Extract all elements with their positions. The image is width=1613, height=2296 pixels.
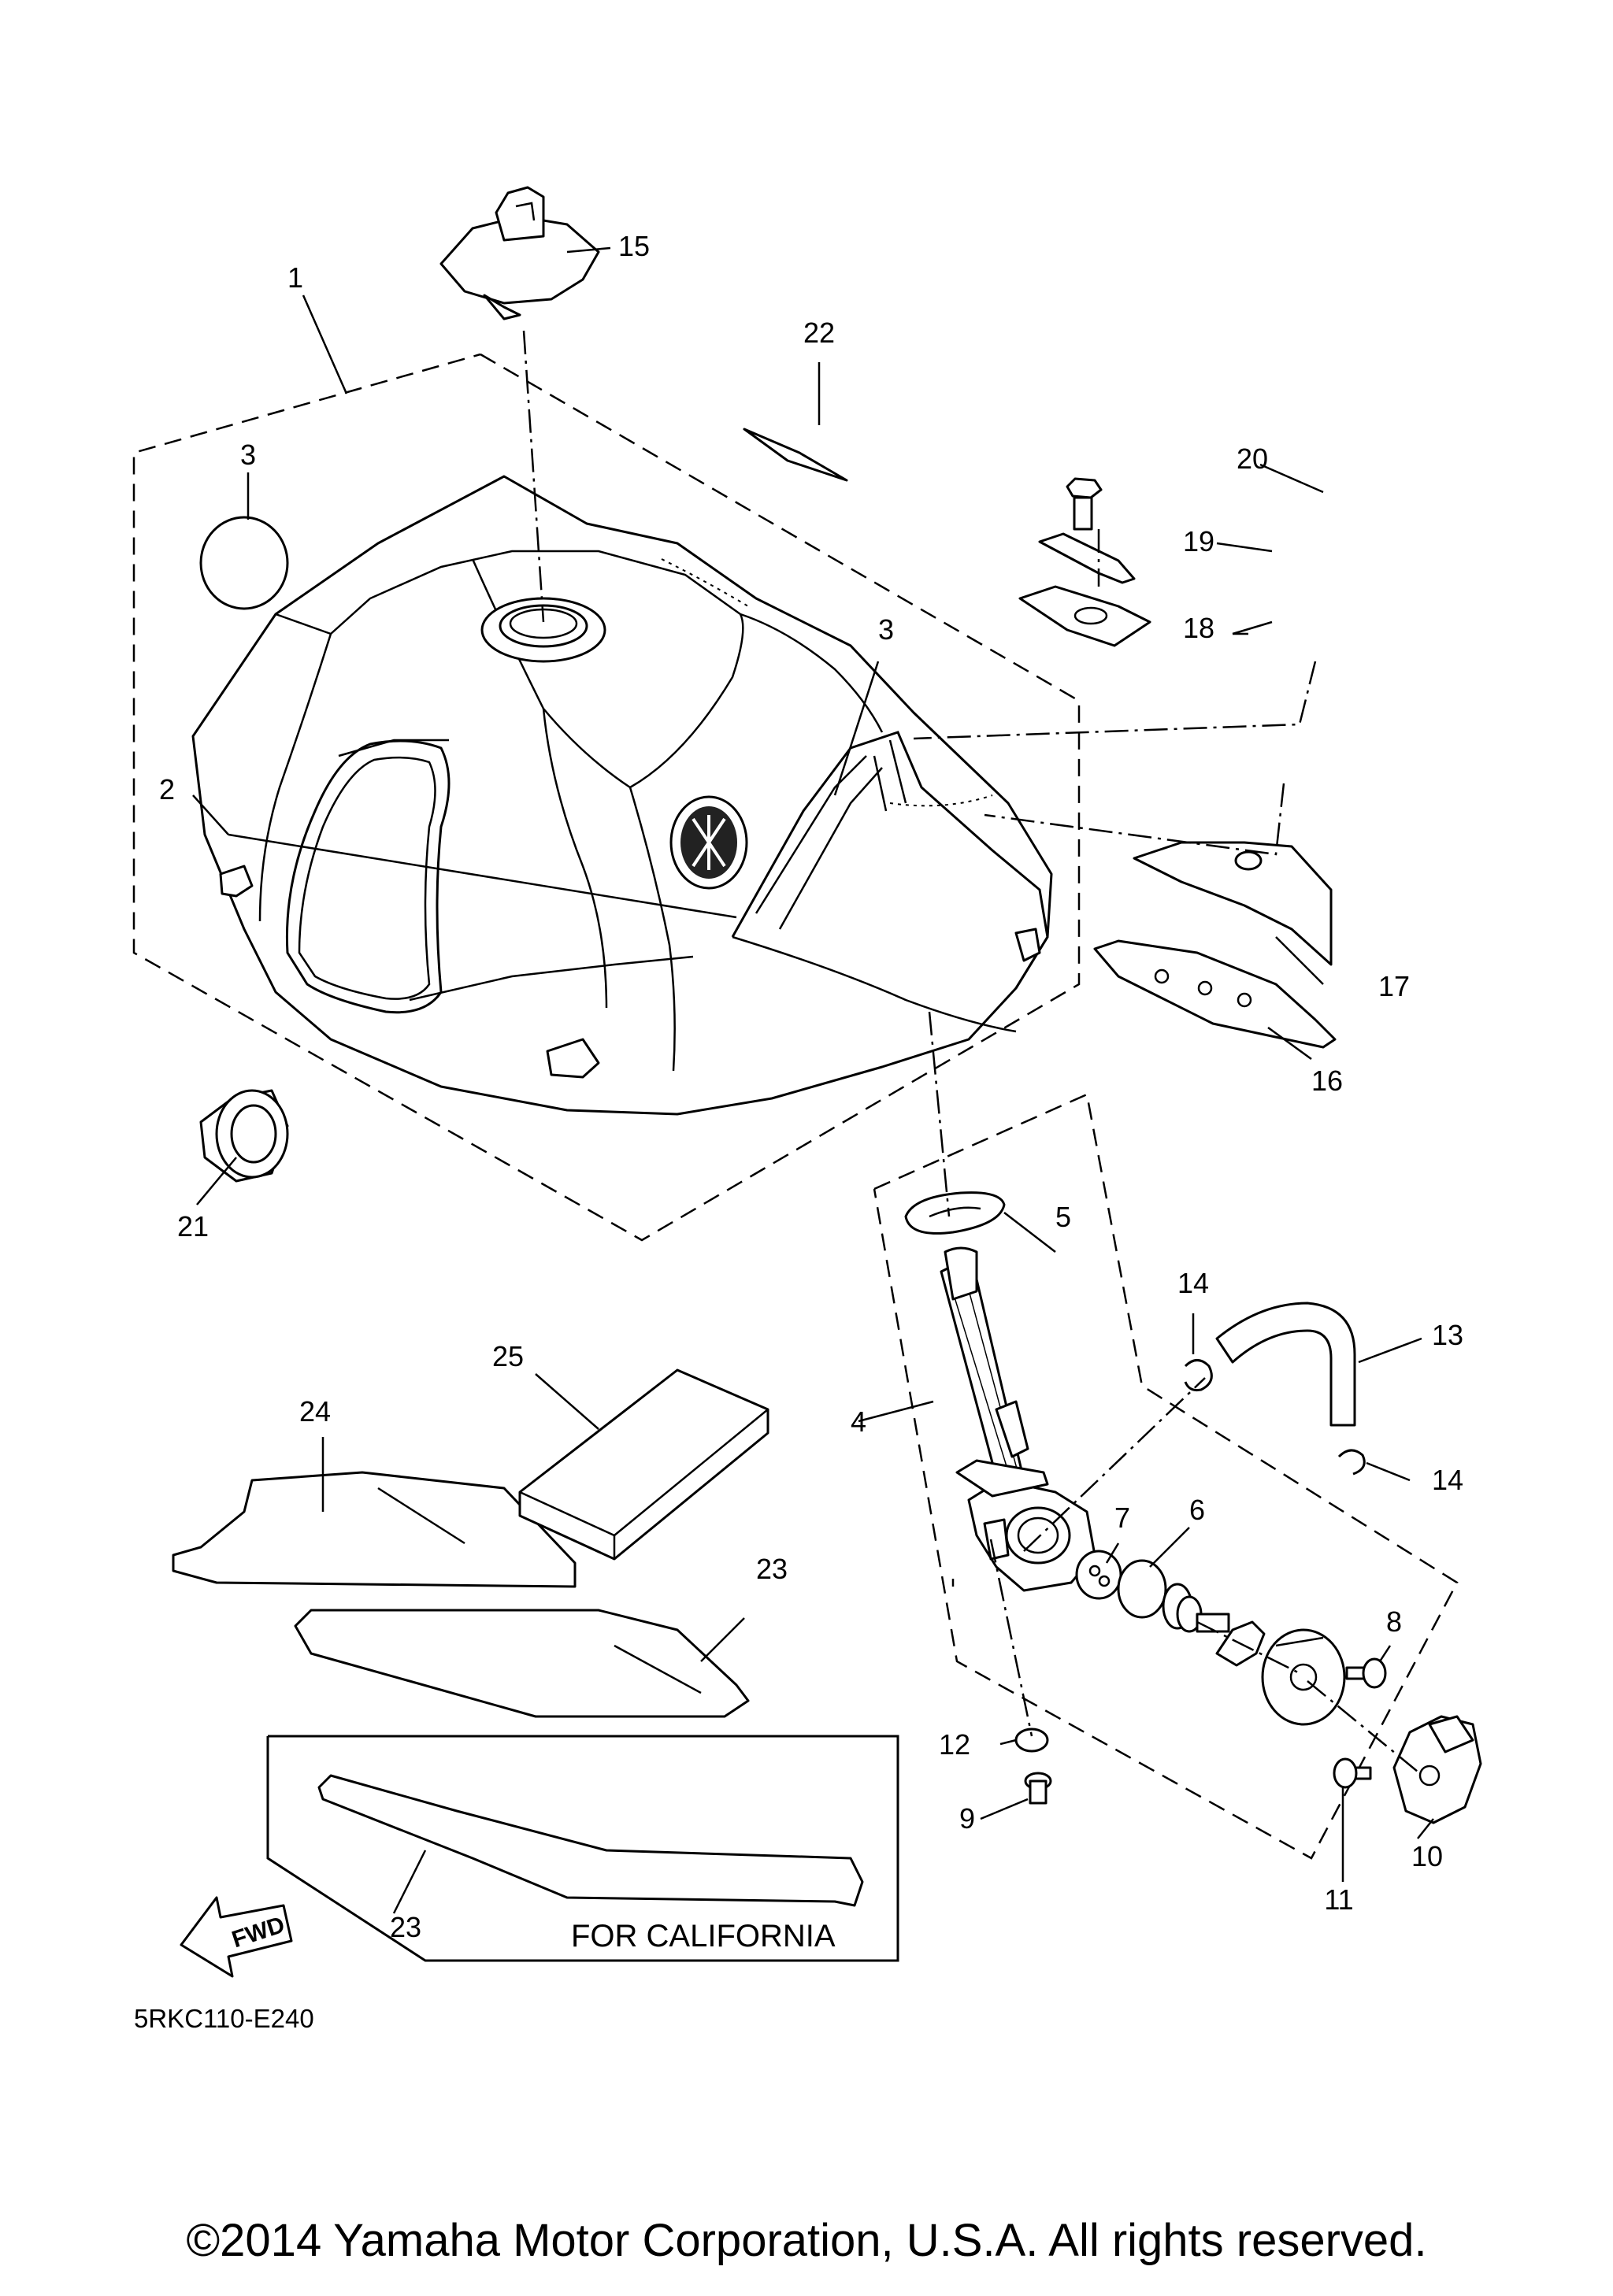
callout-4: 4	[851, 1405, 866, 1438]
damper-part-18	[1018, 585, 1151, 647]
callout-7: 7	[1114, 1502, 1130, 1534]
copyright-notice: ©2014 Yamaha Motor Corporation, U.S.A. A…	[186, 2215, 1427, 2266]
callout-6: 6	[1189, 1494, 1205, 1526]
pad-part-23	[294, 1609, 750, 1718]
tank-mount-tab	[546, 1038, 600, 1079]
bracket-part-16	[1093, 939, 1337, 1049]
callout-1: 1	[287, 261, 303, 294]
label-part-22	[743, 428, 848, 482]
pad-part-24	[172, 1471, 577, 1588]
diagram-code: 5RKC110-E240	[134, 2004, 314, 2033]
tank-mount-tab	[219, 865, 254, 898]
bolt-part-20	[1066, 477, 1103, 531]
leader-lines	[192, 246, 1434, 1914]
callout-19: 19	[1183, 525, 1214, 557]
callout-14-bottom: 14	[1432, 1464, 1463, 1496]
callout-21: 21	[177, 1210, 209, 1242]
gasket-part-5	[904, 1191, 1006, 1235]
callouts: 1 2 3 3 4 5 6 7 8 9 10 11 12 13 14 14 15…	[159, 230, 1463, 1943]
callout-23-top: 23	[756, 1553, 788, 1585]
callout-8: 8	[1386, 1605, 1402, 1638]
callout-9: 9	[959, 1802, 975, 1835]
california-box	[266, 1735, 899, 1962]
screw-part-8	[1345, 1657, 1387, 1689]
tank-assembly-boundary	[132, 353, 1081, 1242]
pad-part-23-california	[317, 1774, 864, 1907]
lever-knob-part-10	[1392, 1715, 1482, 1824]
fuel-tank	[191, 475, 1053, 1116]
fuel-cap-part-15	[439, 186, 600, 320]
callout-24: 24	[299, 1395, 331, 1428]
filler-neck	[480, 597, 606, 663]
fuel-cock-part-4	[940, 1246, 1096, 1592]
fuel-cock-assembly-boundary	[873, 1093, 1459, 1860]
clip-part-14	[1337, 1449, 1366, 1476]
clip-part-14	[1184, 1359, 1213, 1391]
callout-18: 18	[1183, 612, 1214, 644]
valve-stem	[1162, 1583, 1230, 1633]
callout-23-california: 23	[390, 1911, 421, 1943]
callout-15: 15	[618, 230, 650, 262]
o-ring-part-6	[1117, 1559, 1167, 1619]
screw-part-9	[1024, 1772, 1052, 1805]
callout-10: 10	[1411, 1840, 1443, 1872]
callout-14-top: 14	[1177, 1267, 1209, 1299]
callout-16: 16	[1311, 1065, 1343, 1097]
callout-3-right: 3	[878, 613, 894, 646]
callout-2: 2	[159, 773, 175, 805]
callout-22: 22	[803, 317, 835, 349]
callout-12: 12	[939, 1728, 970, 1761]
callout-5: 5	[1055, 1201, 1071, 1233]
packing-part-7	[1075, 1550, 1122, 1600]
grommet-part-21	[199, 1089, 289, 1183]
callout-3-left: 3	[240, 439, 256, 471]
callout-20: 20	[1237, 443, 1268, 475]
lever-plate	[1261, 1628, 1346, 1726]
callout-25: 25	[492, 1340, 524, 1372]
bracket-part-17	[1133, 841, 1333, 966]
fwd-arrow-icon	[180, 1896, 293, 1978]
tank-rear-boss	[1014, 928, 1041, 962]
screw-part-11	[1333, 1757, 1372, 1789]
callout-11: 11	[1324, 1883, 1353, 1916]
hose-part-13	[1215, 1302, 1356, 1427]
callout-13: 13	[1432, 1319, 1463, 1351]
damper-part-3	[199, 516, 289, 610]
callout-17: 17	[1378, 970, 1410, 1002]
collar-part-19	[1038, 532, 1136, 584]
pad-part-25	[518, 1368, 769, 1561]
california-note: FOR CALIFORNIA	[571, 1919, 836, 1953]
